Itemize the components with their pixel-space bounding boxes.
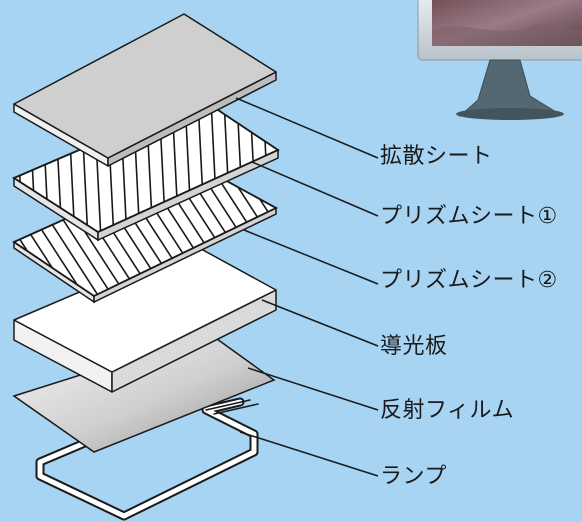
leader-line-light-guide xyxy=(261,299,379,347)
leader-line-prism-2 xyxy=(243,229,379,285)
leader-lines xyxy=(235,97,379,477)
label-light-guide-plate: 導光板 xyxy=(380,334,448,359)
label-reflective-film: 反射フィルム xyxy=(380,398,515,423)
lcd-monitor-photo xyxy=(417,0,582,120)
leader-line-diffuser xyxy=(235,97,379,159)
label-lamp: ランプ xyxy=(380,464,447,489)
lamp-tube xyxy=(35,395,259,521)
diffuser-sheet-layer xyxy=(13,13,277,167)
light-guide-plate-layer xyxy=(13,243,277,393)
label-diffuser-sheet: 拡散シート xyxy=(380,144,493,169)
label-prism-sheet-1: プリズムシート① xyxy=(380,204,558,229)
label-prism-sheet-2: プリズムシート② xyxy=(380,268,558,293)
leader-line-reflective-film xyxy=(247,367,379,411)
leader-line-prism-1 xyxy=(251,161,379,217)
leader-line-lamp xyxy=(239,431,379,477)
